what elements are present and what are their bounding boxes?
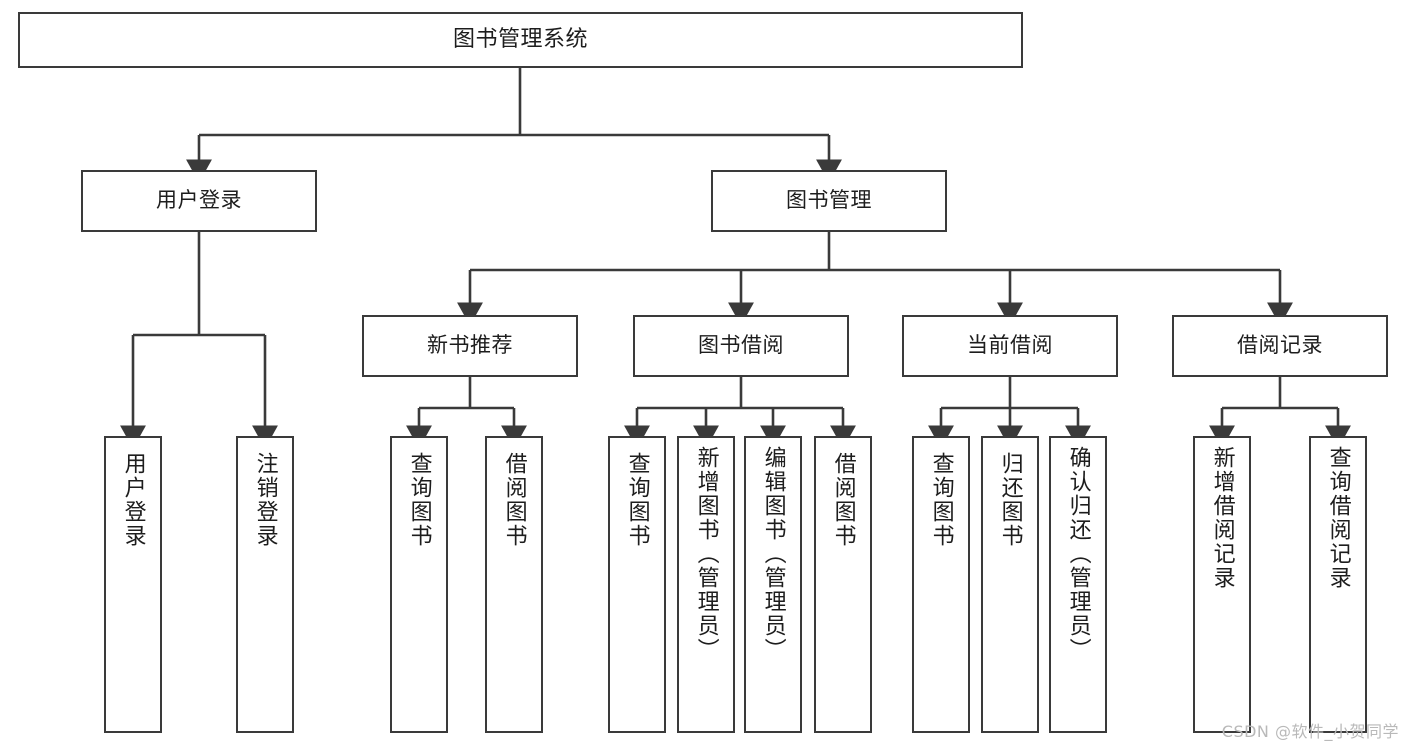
node-label: 借阅图书 bbox=[501, 452, 527, 548]
node-new-book-recommend[interactable]: 新书推荐 bbox=[362, 315, 578, 377]
node-label: 查询图书 bbox=[406, 452, 432, 548]
node-label: 归还图书 bbox=[997, 452, 1023, 548]
leaf-edit-book-admin[interactable]: 编辑图书（管理员） bbox=[744, 436, 802, 733]
leaf-confirm-return-admin[interactable]: 确认归还（管理员） bbox=[1049, 436, 1107, 733]
node-label: 查询图书 bbox=[624, 452, 650, 548]
node-label: 图书管理 bbox=[786, 188, 872, 213]
node-label: 查询图书 bbox=[928, 452, 954, 548]
leaf-borrow-books[interactable]: 借阅图书 bbox=[814, 436, 872, 733]
leaf-query-borrow-record[interactable]: 查询借阅记录 bbox=[1309, 436, 1367, 733]
node-label: 新书推荐 bbox=[427, 333, 513, 358]
node-label: 新增借阅记录 bbox=[1209, 446, 1235, 590]
node-label: 新增图书（管理员） bbox=[693, 446, 719, 662]
leaf-query-books-recommend[interactable]: 查询图书 bbox=[390, 436, 448, 733]
node-label: 借阅记录 bbox=[1237, 333, 1323, 358]
leaf-add-book-admin[interactable]: 新增图书（管理员） bbox=[677, 436, 735, 733]
node-label: 图书借阅 bbox=[698, 333, 784, 358]
csdn-watermark: CSDN @软件_小贺同学 bbox=[1221, 722, 1399, 741]
node-book-borrow[interactable]: 图书借阅 bbox=[633, 315, 849, 377]
node-label: 用户登录 bbox=[156, 188, 242, 213]
leaf-query-books-current[interactable]: 查询图书 bbox=[912, 436, 970, 733]
leaf-logout[interactable]: 注销登录 bbox=[236, 436, 294, 733]
leaf-query-books-borrow[interactable]: 查询图书 bbox=[608, 436, 666, 733]
node-user-login[interactable]: 用户登录 bbox=[81, 170, 317, 232]
node-label: 查询借阅记录 bbox=[1325, 446, 1351, 590]
leaf-user-login[interactable]: 用户登录 bbox=[104, 436, 162, 733]
leaf-add-borrow-record[interactable]: 新增借阅记录 bbox=[1193, 436, 1251, 733]
node-book-management[interactable]: 图书管理 bbox=[711, 170, 947, 232]
node-current-borrow[interactable]: 当前借阅 bbox=[902, 315, 1118, 377]
leaf-borrow-books-recommend[interactable]: 借阅图书 bbox=[485, 436, 543, 733]
node-label: 当前借阅 bbox=[967, 333, 1053, 358]
node-label: 编辑图书（管理员） bbox=[760, 446, 786, 662]
node-root-system[interactable]: 图书管理系统 bbox=[18, 12, 1023, 68]
leaf-return-books[interactable]: 归还图书 bbox=[981, 436, 1039, 733]
node-label: 图书管理系统 bbox=[452, 26, 588, 52]
node-borrow-records[interactable]: 借阅记录 bbox=[1172, 315, 1388, 377]
node-label: 确认归还（管理员） bbox=[1065, 446, 1091, 662]
node-label: 注销登录 bbox=[252, 452, 278, 548]
node-label: 借阅图书 bbox=[830, 452, 856, 548]
node-label: 用户登录 bbox=[120, 452, 146, 548]
